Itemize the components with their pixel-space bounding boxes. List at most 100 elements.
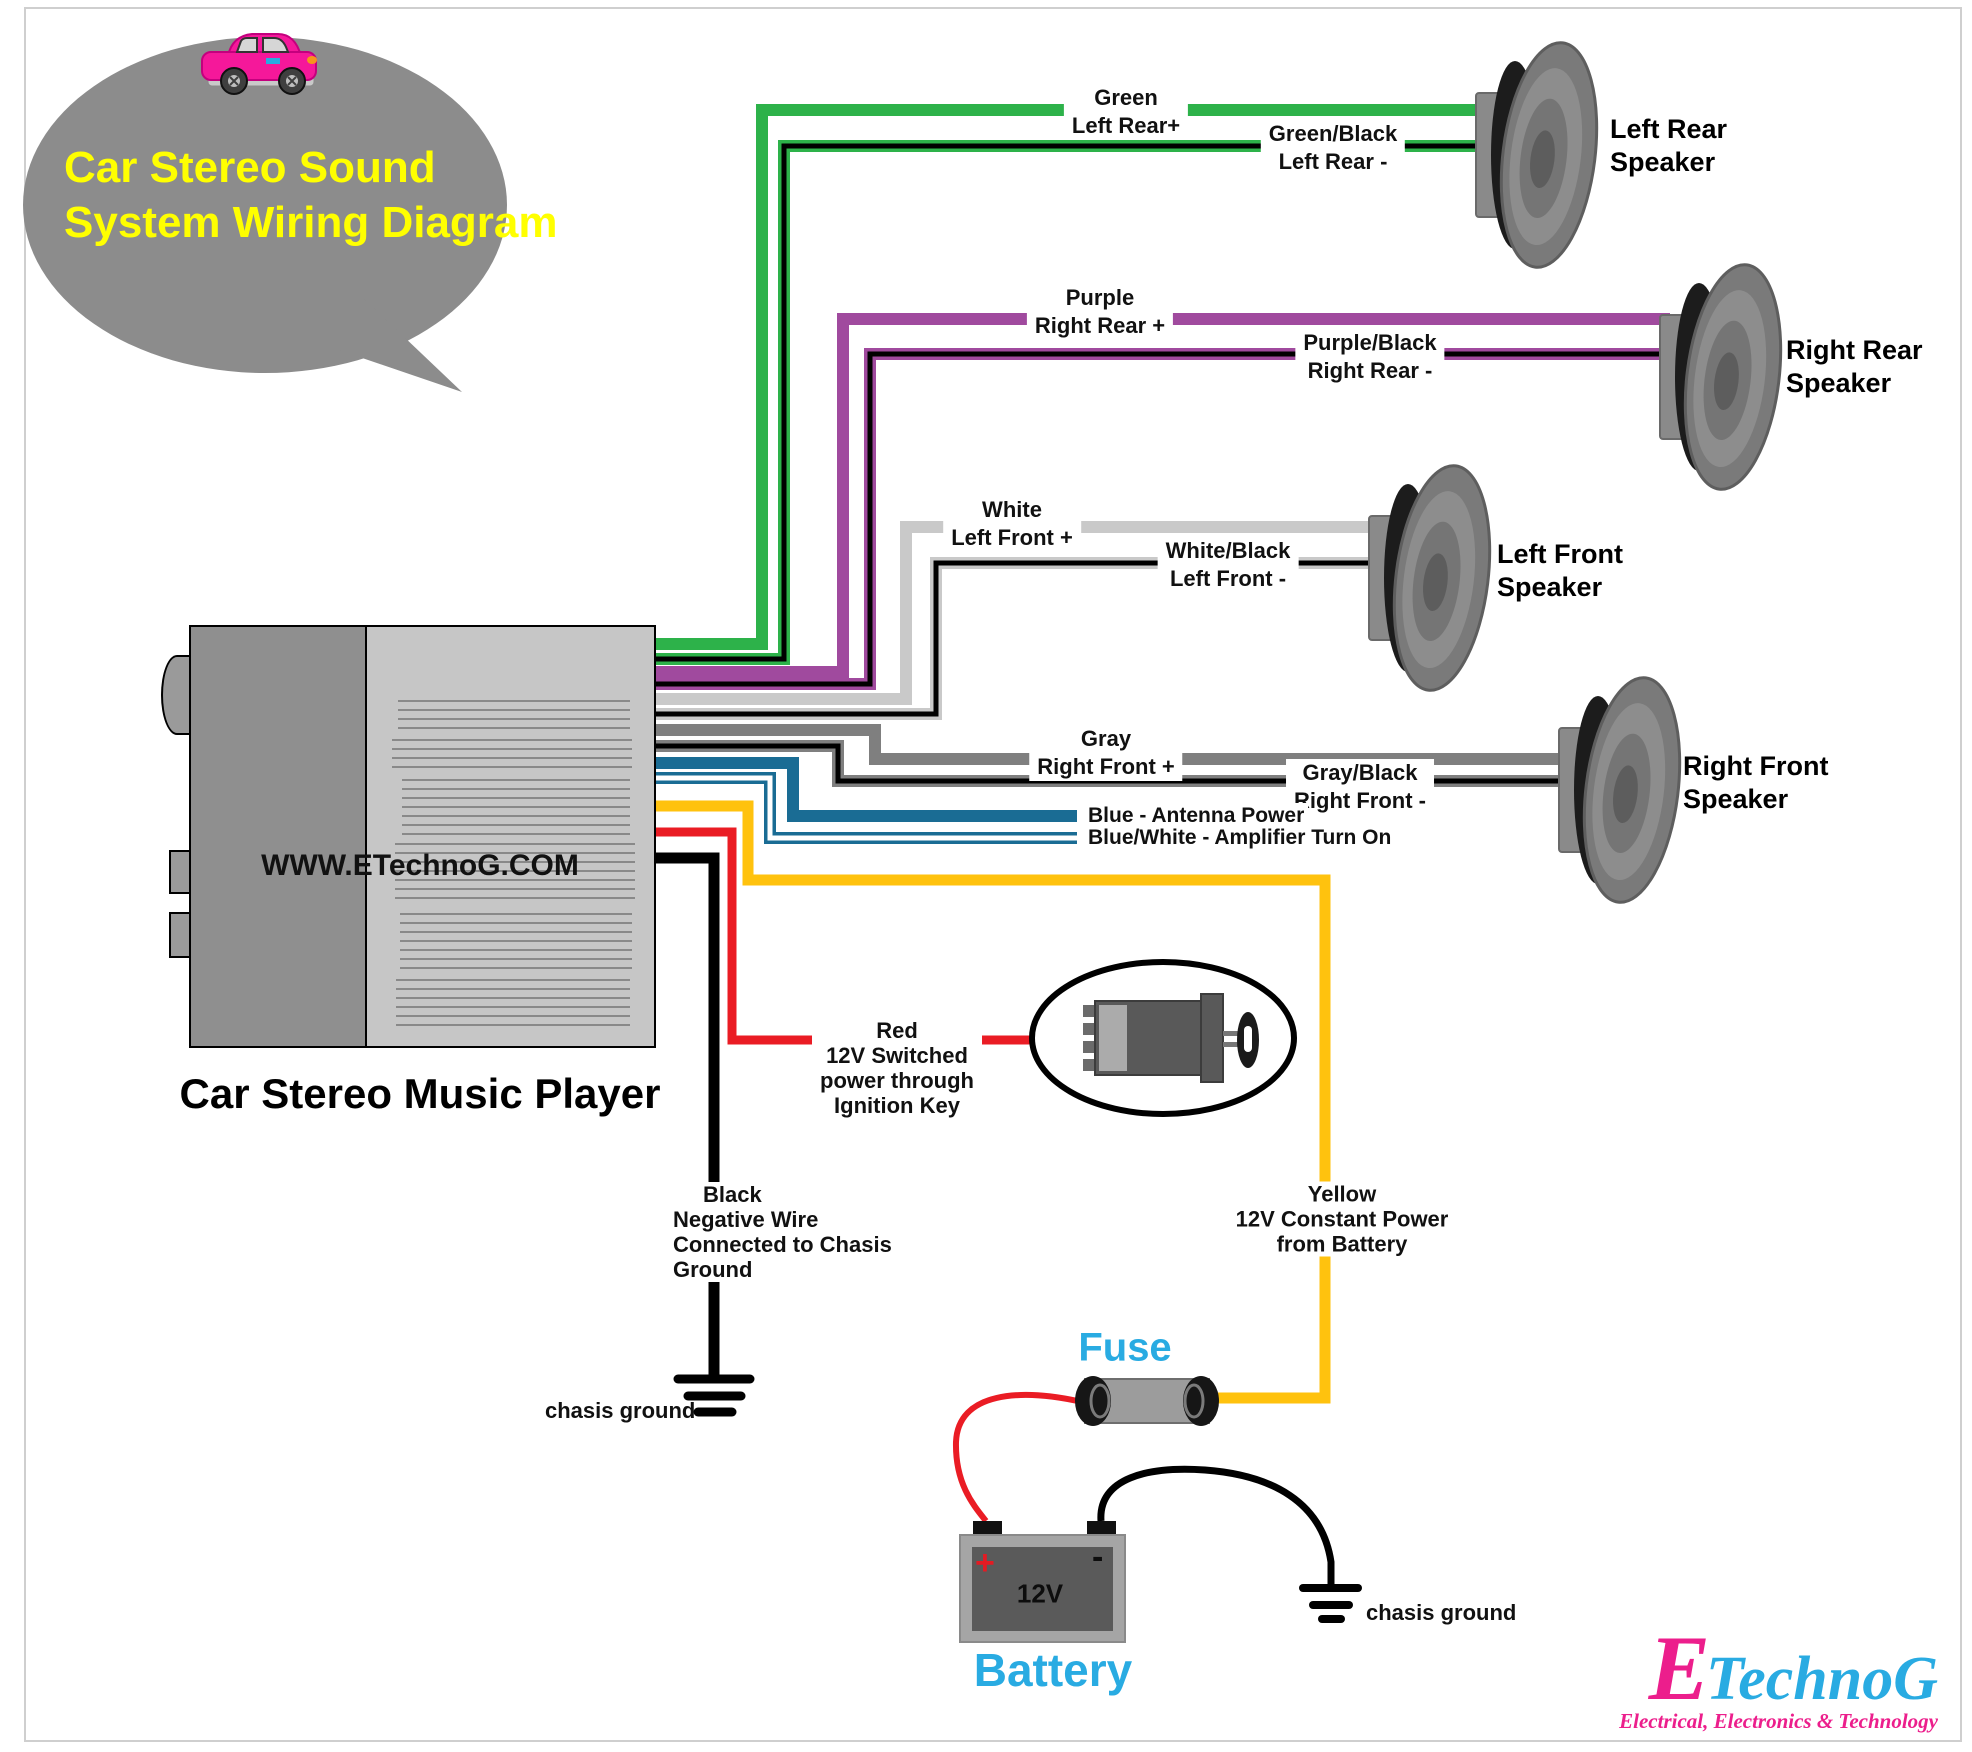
- wire-terminal: Left Front +: [951, 525, 1073, 550]
- speaker-label-line: Left Rear: [1610, 114, 1728, 144]
- title-line: System Wiring Diagram: [64, 198, 558, 247]
- logo-prefix: E: [1648, 1617, 1711, 1719]
- left-rear-speaker-label: Left Rear Speaker: [1610, 113, 1727, 179]
- wire-color-name: Gray: [1080, 726, 1132, 751]
- wire-color-name: Green/Black: [1268, 121, 1398, 146]
- car-wheel: [278, 67, 306, 95]
- yellow-label-line: 12V Constant Power: [1235, 1206, 1449, 1232]
- left-front-speaker-graphic: [1367, 458, 1503, 698]
- ignition-key-graphic: [1029, 959, 1297, 1117]
- wire-color-name: Green: [1094, 85, 1158, 110]
- wire-color-name: Purple/Black: [1303, 330, 1437, 355]
- blue-wire-label: Blue - Antenna Power: [1084, 803, 1309, 829]
- speech-bubble: [23, 37, 507, 392]
- yellow-wire: [656, 800, 1331, 1404]
- speaker-label-line: Right Rear: [1786, 335, 1923, 365]
- fuse-graphic: [1075, 1376, 1219, 1426]
- speaker-label-line: Speaker: [1610, 147, 1716, 177]
- purple-black-wire-stripe: [656, 351, 1670, 687]
- chassis-ground-symbol-left: [673, 1374, 755, 1417]
- battery-plus-terminal-label: +: [975, 1544, 995, 1582]
- green-black-wire-label: Green/Black Left Rear -: [1260, 120, 1406, 176]
- title-line: Car Stereo Sound: [64, 143, 436, 192]
- car-wheel: [220, 67, 248, 95]
- left-front-speaker-label: Left Front Speaker: [1497, 538, 1623, 604]
- purple-wire: [656, 313, 1670, 678]
- gray-black-wire-label: Gray/Black Right Front -: [1286, 759, 1434, 815]
- chassis-ground-symbol-right: [1299, 1584, 1362, 1623]
- watermark-text: WWW.ETechnoG.COM: [261, 849, 579, 882]
- green-wire-label: Green Left Rear+: [1063, 84, 1189, 140]
- wire-terminal: Right Front +: [1037, 754, 1175, 779]
- stereo-side-knob: [161, 655, 193, 735]
- battery-label: Battery: [973, 1644, 1133, 1696]
- car-icon: [201, 33, 317, 95]
- right-front-speaker-graphic: [1557, 670, 1693, 910]
- chassis-ground-label-left: chasis ground: [545, 1398, 696, 1423]
- wire-terminal: Right Rear -: [1307, 358, 1433, 383]
- gray-black-wire-stripe: [656, 743, 1561, 784]
- green-black-wire-stripe: [656, 143, 1486, 662]
- purple-black-wire-label: Purple/Black Right Rear -: [1295, 329, 1445, 385]
- blue-white-wire-stripe: [656, 775, 1077, 841]
- red-label-line: 12V Switched: [826, 1043, 968, 1068]
- white-black-wire-stripe: [656, 560, 1379, 717]
- wire-terminal: Right Rear +: [1034, 313, 1166, 338]
- wire-color-name: White: [982, 497, 1042, 522]
- speaker-label-line: Right Front: [1683, 751, 1829, 781]
- battery-graphic: [959, 1521, 1126, 1643]
- battery-negative-wire: [1097, 1465, 1335, 1588]
- right-rear-speaker-label: Right Rear Speaker: [1786, 334, 1923, 400]
- fuse-label: Fuse: [1078, 1325, 1172, 1370]
- blue-wire: [656, 757, 1077, 822]
- purple-wire-label: Purple Right Rear +: [1026, 284, 1174, 340]
- wire-color-name: Gray/Black: [1302, 760, 1418, 785]
- black-ground-wire: [656, 852, 720, 1379]
- right-front-speaker-label: Right Front Speaker: [1683, 750, 1828, 816]
- red-label-line: Red: [876, 1018, 918, 1043]
- wire-color-name: Purple: [1065, 285, 1135, 310]
- battery-minus-terminal-label: -: [1092, 1538, 1104, 1576]
- car-stereo-unit: [189, 625, 656, 1048]
- red-label-line: power through: [820, 1068, 974, 1093]
- stereo-caption: Car Stereo Music Player: [179, 1070, 661, 1117]
- left-rear-speaker-graphic: [1474, 35, 1610, 275]
- logo-name: TechnoG: [1706, 1645, 1938, 1713]
- chassis-ground-label-right: chasis ground: [1366, 1600, 1517, 1625]
- white-wire: [656, 521, 1379, 705]
- black-label-line: Black: [703, 1182, 762, 1207]
- battery-positive-wire: [952, 1392, 1083, 1523]
- stereo-vents: [400, 913, 632, 971]
- gray-wire-label: Gray Right Front +: [1029, 725, 1183, 781]
- page-border: [24, 7, 1962, 1742]
- black-label-line: Negative Wire: [673, 1207, 819, 1232]
- stereo-vents: [402, 779, 630, 835]
- stereo-vents: [398, 700, 630, 732]
- wire-terminal: Right Front -: [1294, 788, 1426, 813]
- wire-color-name: White/Black: [1165, 538, 1291, 563]
- red-wire-label: Red 12V Switched power through Ignition …: [812, 1018, 982, 1118]
- blue-white-wire-label: Blue/White - Amplifier Turn On: [1084, 825, 1396, 851]
- black-label-line: Ground: [673, 1257, 753, 1282]
- right-rear-speaker-graphic: [1658, 257, 1794, 497]
- wire-terminal: Left Front -: [1169, 566, 1287, 591]
- gray-wire: [656, 724, 1561, 765]
- wire-terminal: Left Rear+: [1071, 113, 1181, 138]
- yellow-label-line: from Battery: [1276, 1231, 1408, 1257]
- speaker-label-line: Speaker: [1786, 368, 1892, 398]
- white-wire-label: White Left Front +: [943, 496, 1081, 552]
- stereo-front-panel: [191, 627, 367, 1046]
- diagram-title: Car Stereo Sound System Wiring Diagram: [64, 140, 558, 250]
- wire-terminal: Left Rear -: [1278, 149, 1388, 174]
- logo-tagline: Electrical, Electronics & Technology: [1619, 1709, 1938, 1733]
- black-wire-label: Black Negative Wire Connected to Chasis …: [665, 1182, 900, 1282]
- speaker-label-line: Left Front: [1497, 539, 1623, 569]
- green-black-wire: [656, 140, 1486, 665]
- red-label-line: Ignition Key: [834, 1093, 960, 1118]
- white-black-wire-label: White/Black Left Front -: [1157, 537, 1299, 593]
- battery-voltage-label: 12V: [1016, 1578, 1064, 1609]
- yellow-wire-label: Yellow 12V Constant Power from Battery: [1227, 1181, 1457, 1257]
